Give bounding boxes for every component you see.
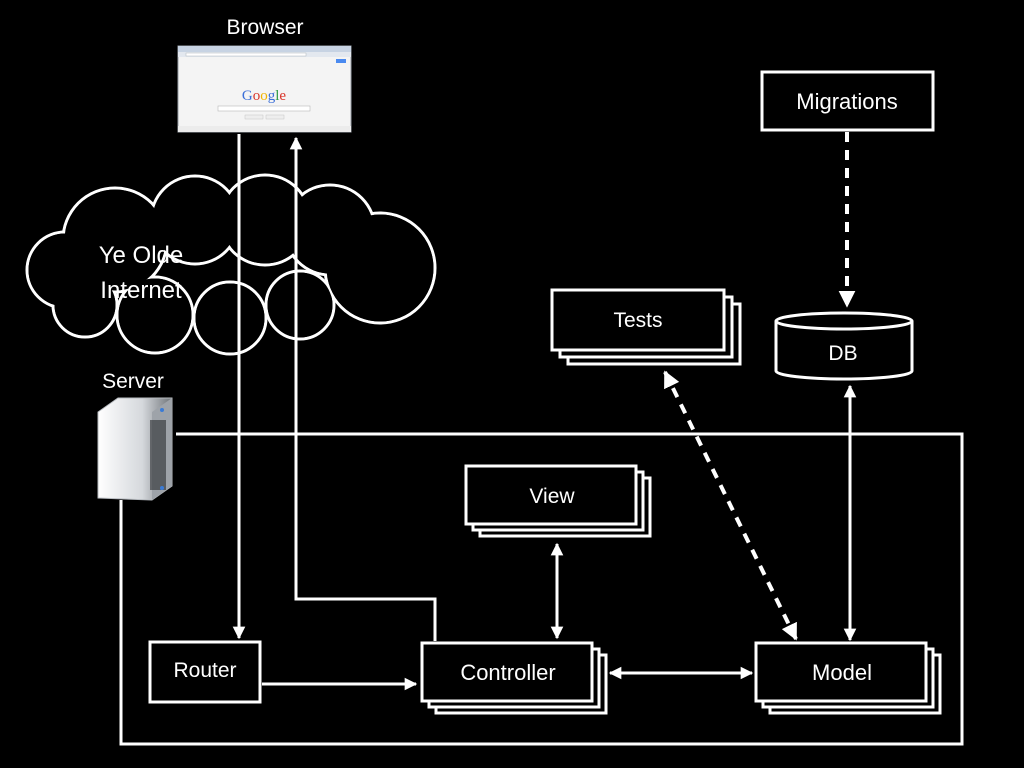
migrations-label: Migrations	[796, 89, 897, 114]
view-stack	[464, 464, 652, 538]
logo-letter: o	[253, 88, 261, 104]
tests-stack	[550, 288, 742, 366]
controller-to-browser-arrow	[289, 136, 437, 641]
router-box	[148, 640, 262, 704]
db-cylinder	[774, 311, 914, 381]
controller-stack	[420, 641, 608, 715]
router-label: Router	[173, 659, 236, 682]
logo-letter: g	[268, 88, 276, 104]
model-stack	[754, 641, 942, 715]
server-icon	[97, 397, 173, 501]
cloud-label-line2: Internet	[100, 277, 182, 304]
cloud-label-line1: Ye Olde	[99, 242, 184, 269]
tests-model-arrow	[663, 370, 798, 641]
db-label: DB	[828, 342, 857, 365]
browser-label: Browser	[226, 16, 303, 39]
view-label: View	[529, 485, 575, 508]
server-label: Server	[102, 370, 164, 393]
logo-letter: o	[260, 88, 268, 104]
model-label: Model	[812, 660, 872, 685]
tests-label: Tests	[613, 309, 662, 332]
logo-letter: G	[242, 88, 253, 104]
browser-window: Google	[177, 45, 352, 133]
logo-letter: e	[279, 88, 286, 104]
search-box[interactable]	[217, 105, 311, 112]
controller-label: Controller	[460, 660, 555, 685]
google-logo: Google	[242, 88, 287, 104]
migrations-box	[760, 70, 935, 132]
logo-letter: l	[275, 88, 279, 104]
